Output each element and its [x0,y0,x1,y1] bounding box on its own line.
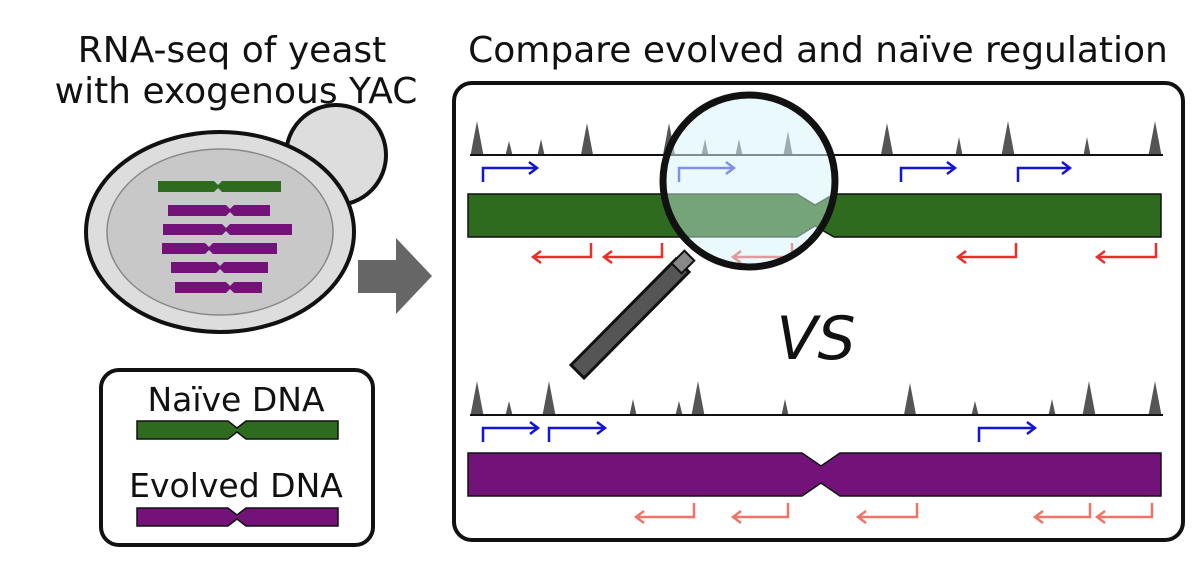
legend-naive-label: Naïve DNA [147,380,324,419]
reverse-transcript-arrow [1032,503,1092,524]
legend-box [99,368,375,547]
chromosome-list [158,181,292,293]
forward-transcript-arrow [1016,161,1073,182]
forward-transcript-arrow [899,161,958,182]
left-title-line2: with exogenous YAC [55,71,418,112]
left-title-line1: RNA-seq of yeast [78,30,387,71]
right-arrow-icon [358,238,432,314]
yeast-cell-icon [84,103,388,334]
reverse-transcript-arrow [730,503,790,524]
evolved-dna-bar [467,452,1162,497]
evolved-peak [691,381,705,415]
forward-transcript-arrow [977,421,1038,442]
reverse-transcript-arrow [1094,503,1154,524]
magnified-region [663,194,835,237]
reverse-transcript-arrow [530,243,593,264]
reverse-transcript-arrow [601,243,664,264]
legend-naive-swatch [136,420,339,440]
vs-label: VS [776,304,855,374]
naive-peak [470,121,484,155]
naive-peak [580,123,594,155]
evolved-peak [505,401,513,415]
right-title: Compare evolved and naïve regulation [468,30,1168,71]
magnifier-handle [568,256,692,381]
chromosome-evolved [163,224,292,235]
legend-evolved-swatch [136,507,339,527]
evolved-peak [675,401,683,415]
naive-peak [880,123,894,155]
evolved-peak [1048,399,1056,415]
reverse-transcript-arrow [1094,243,1158,264]
evolved-peak [903,383,917,415]
evolved-peak [971,401,979,415]
reverse-transcript-arrow [633,503,696,524]
reverse-transcript-arrow [955,243,1018,264]
evolved-peak-track [470,381,1162,415]
reverse-transcript-arrow [855,503,919,524]
chromosome-evolved [168,205,270,216]
evolved-forward-transcripts [481,421,1038,442]
naive-peak [505,141,513,155]
magnifier-lens [663,95,835,267]
naive-peak [1001,121,1015,155]
legend-evolved-label: Evolved DNA [129,466,343,505]
chromosome-evolved [175,282,262,293]
chromosome-evolved [171,262,268,273]
evolved-peak [470,381,484,415]
evolved-peak [1082,381,1096,415]
forward-transcript-arrow [547,421,608,442]
evolved-peak [1148,381,1162,415]
evolved-track [467,381,1163,524]
chromosome-evolved [162,243,277,254]
evolved-peak [542,381,556,415]
evolved-peak [781,399,789,415]
magnifier-neck [670,249,696,275]
legend: Naïve DNA Evolved DNA [99,368,375,547]
naive-peak [1083,137,1091,155]
magnifier-ring [659,91,839,271]
evolved-reverse-transcripts [633,503,1154,524]
naive-peak [1148,121,1162,155]
naive-peak [955,137,963,155]
magnifying-glass-icon [568,91,839,381]
evolved-peak [629,399,637,415]
forward-transcript-arrow [481,421,541,442]
forward-transcript-arrow [481,161,540,182]
naive-peak [537,139,545,155]
chromosome-naive [158,181,281,192]
